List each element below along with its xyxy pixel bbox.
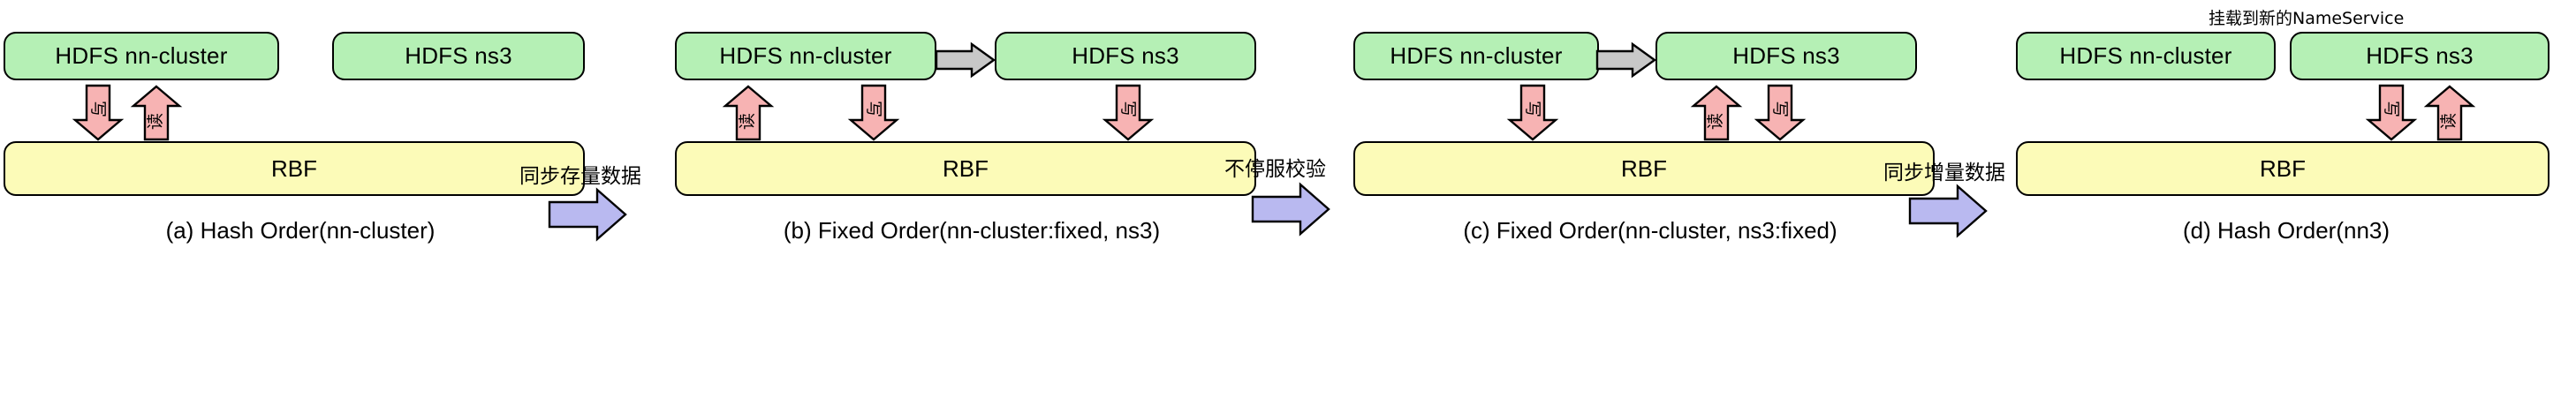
step-arrow-2 bbox=[1251, 182, 1330, 237]
rbf-label: RBF bbox=[271, 154, 317, 182]
panel-d: 挂载到新的NameService HDFS nn-cluster HDFS ns… bbox=[2012, 0, 2576, 406]
rbf-label: RBF bbox=[2260, 154, 2306, 182]
node-label: HDFS ns3 bbox=[405, 42, 512, 69]
arrow-write-b-ns3: 写 bbox=[1102, 84, 1155, 141]
arrow-write-c-ns3: 写 bbox=[1754, 84, 1807, 141]
node-label: HDFS nn-cluster bbox=[1390, 42, 1563, 69]
arrow-label-read: 读 bbox=[738, 112, 758, 131]
arrow-label-write: 写 bbox=[1770, 100, 1791, 118]
rbf-box-c: RBF bbox=[1353, 141, 1935, 196]
rbf-box-b: RBF bbox=[675, 141, 1256, 196]
arrow-label-write: 写 bbox=[864, 100, 884, 118]
arrow-label-write: 写 bbox=[2382, 100, 2402, 118]
node-nn-cluster-d: HDFS nn-cluster bbox=[2016, 32, 2276, 80]
node-label: HDFS ns3 bbox=[1072, 42, 1179, 69]
step-label-2: 不停服校验 bbox=[1224, 158, 1326, 181]
arrow-write-d: 写 bbox=[2365, 84, 2418, 141]
arrow-label-read: 读 bbox=[1706, 112, 1726, 131]
node-ns3-a: HDFS ns3 bbox=[332, 32, 585, 80]
panel-caption-d: (d) Hash Order(nn3) bbox=[2182, 217, 2390, 244]
arrow-read-d: 读 bbox=[2423, 85, 2476, 141]
step-arrow-1 bbox=[548, 187, 627, 242]
node-nn-cluster-c: HDFS nn-cluster bbox=[1353, 32, 1599, 80]
arrow-label-write: 写 bbox=[1118, 100, 1139, 118]
step-label-3: 同步增量数据 bbox=[1883, 162, 2005, 184]
node-nn-cluster-b: HDFS nn-cluster bbox=[675, 32, 936, 80]
node-nn-cluster-a: HDFS nn-cluster bbox=[4, 32, 279, 80]
rbf-label: RBF bbox=[1621, 154, 1667, 182]
panel-c: HDFS nn-cluster HDFS ns3 写 读 bbox=[1350, 0, 1951, 406]
panel-a: HDFS nn-cluster HDFS ns3 写 读 RBF (a) Has… bbox=[0, 0, 601, 406]
arrow-write-b-nncluster: 写 bbox=[847, 84, 900, 141]
node-label: HDFS nn-cluster bbox=[719, 42, 892, 69]
panel-caption-a: (a) Hash Order(nn-cluster) bbox=[165, 217, 436, 244]
arrow-write-c-nncluster: 写 bbox=[1506, 84, 1559, 141]
step-arrow-3 bbox=[1908, 184, 1988, 238]
node-label: HDFS ns3 bbox=[2366, 42, 2474, 69]
arrow-write-a: 写 bbox=[72, 84, 125, 141]
node-label: HDFS nn-cluster bbox=[55, 42, 228, 69]
mount-annotation: 挂载到新的NameService bbox=[2209, 9, 2405, 28]
node-label: HDFS nn-cluster bbox=[2059, 42, 2232, 69]
arrow-label-write: 写 bbox=[1523, 100, 1543, 118]
rbf-label: RBF bbox=[943, 154, 989, 182]
arrow-label-read: 读 bbox=[146, 112, 166, 131]
step-label-1: 同步存量数据 bbox=[519, 165, 641, 188]
node-ns3-b: HDFS ns3 bbox=[995, 32, 1256, 80]
panel-b: HDFS nn-cluster HDFS ns3 读 写 bbox=[671, 0, 1272, 406]
node-label: HDFS ns3 bbox=[1732, 42, 1840, 69]
rbf-box-a: RBF bbox=[4, 141, 585, 196]
arrow-read-b: 读 bbox=[722, 85, 775, 141]
node-ns3-d: HDFS ns3 bbox=[2290, 32, 2549, 80]
gray-sync-arrow-c bbox=[1595, 41, 1657, 79]
arrow-read-a: 读 bbox=[130, 85, 183, 141]
node-ns3-c: HDFS ns3 bbox=[1655, 32, 1917, 80]
panel-caption-b: (b) Fixed Order(nn-cluster:fixed, ns3) bbox=[783, 217, 1161, 244]
rbf-box-d: RBF bbox=[2016, 141, 2549, 196]
arrow-label-write: 写 bbox=[88, 100, 109, 118]
panel-caption-c: (c) Fixed Order(nn-cluster, ns3:fixed) bbox=[1463, 217, 1837, 244]
arrow-read-c: 读 bbox=[1690, 85, 1743, 141]
arrow-label-read: 读 bbox=[2439, 112, 2459, 131]
gray-sync-arrow-b bbox=[935, 41, 996, 79]
